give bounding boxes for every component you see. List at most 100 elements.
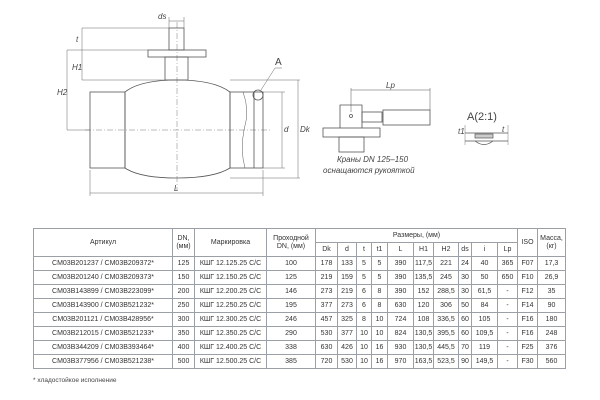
table-cell: 219 (315, 270, 338, 285)
table-cell: 290 (266, 326, 316, 341)
table-cell: - (497, 298, 518, 313)
table-cell: CM03B344209 / CM03B393464* (33, 340, 173, 355)
table-cell: 221 (433, 256, 459, 271)
table-cell: 26,9 (537, 270, 566, 285)
table-cell: F16 (517, 326, 538, 341)
table-cell: 50 (471, 270, 498, 285)
table-cell: 377 (337, 326, 357, 341)
table-cell: 720 (315, 354, 338, 369)
dim-ds-label: ds (158, 12, 166, 21)
table-cell: 500 (172, 354, 195, 369)
table-cell: 8 (356, 312, 372, 327)
table-cell: 390 (387, 256, 414, 271)
table-cell: 400 (172, 340, 195, 355)
table-cell: КШГ 12.150.25 С/С (194, 270, 267, 285)
table-cell: F14 (517, 298, 538, 313)
table-cell: 200 (172, 284, 195, 299)
table-cell: 146 (266, 284, 316, 299)
table-cell: 35 (537, 284, 566, 299)
subheader-size: ds (458, 242, 472, 257)
table-cell: 149,5 (471, 354, 498, 369)
dim-dk-label: Dk (300, 125, 311, 134)
table-cell: 108 (413, 312, 434, 327)
table-cell: 90 (537, 298, 566, 313)
table-cell: 376 (537, 340, 566, 355)
dim-h2-label: H2 (57, 88, 68, 97)
table-cell: F07 (517, 256, 538, 271)
table-cell: 117,5 (413, 256, 434, 271)
table-cell: 300 (172, 312, 195, 327)
table-cell: 178 (315, 256, 338, 271)
table-cell: F10 (517, 270, 538, 285)
table-cell: КШГ 12.300.25 С/С (194, 312, 267, 327)
table-cell: 724 (387, 312, 414, 327)
header-mass: Масса, (кг) (537, 228, 566, 257)
table-cell: 16 (371, 340, 388, 355)
table-cell: 385 (266, 354, 316, 369)
table-cell: 219 (337, 284, 357, 299)
handle-caption-line2: оснащаются рукояткой (323, 166, 415, 175)
table-cell: CM03B143900 / CM03B521232* (33, 298, 173, 313)
table-cell: 338 (266, 340, 316, 355)
table-cell: 10 (356, 354, 372, 369)
table-cell: 90 (458, 354, 472, 369)
table-cell: 30 (458, 284, 472, 299)
table-cell: - (497, 312, 518, 327)
table-cell: КШГ 12.200.25 С/С (194, 284, 267, 299)
table-cell: 248 (537, 326, 566, 341)
table-cell: 288,5 (433, 284, 459, 299)
table-cell: 630 (387, 298, 414, 313)
detail-a-view (464, 125, 509, 145)
table-cell: 5 (371, 270, 388, 285)
table-cell: КШГ 12.500.25 С/С (194, 354, 267, 369)
table-cell: 84 (471, 298, 498, 313)
table-cell: - (497, 340, 518, 355)
header-article: Артикул (33, 228, 173, 257)
dim-t1-label: t1 (458, 127, 465, 136)
dim-h1-label: H1 (72, 63, 82, 72)
table-cell: 180 (537, 312, 566, 327)
detail-dim-t-label: t (502, 125, 505, 134)
table-cell: 5 (356, 270, 372, 285)
table-cell: 133 (337, 256, 357, 271)
subheader-size: t1 (371, 242, 388, 257)
header-iso: ISO (517, 228, 538, 257)
table-cell: 523,5 (433, 354, 459, 369)
valve-technical-drawing: ds t H1 H2 A d Dk L Lp Краны DN 125–150 … (57, 12, 509, 196)
table-cell: 970 (387, 354, 414, 369)
table-cell: 6 (356, 298, 372, 313)
table-cell: 445,5 (433, 340, 459, 355)
table-cell: 16 (371, 354, 388, 369)
detail-a-marker: A (275, 57, 282, 68)
table-cell: 824 (387, 326, 414, 341)
table-cell: 50 (458, 298, 472, 313)
table-cell: 530 (337, 354, 357, 369)
table-cell: 70 (458, 340, 472, 355)
table-cell: 135,5 (413, 270, 434, 285)
table-cell: F16 (517, 312, 538, 327)
dim-t-label: t (76, 35, 79, 44)
table-cell: 150 (172, 270, 195, 285)
table-cell: 24 (458, 256, 472, 271)
table-cell: CM03B212015 / CM03B521233* (33, 326, 173, 341)
table-cell: 457 (315, 312, 338, 327)
main-valve-view (85, 22, 270, 190)
table-cell: 5 (356, 256, 372, 271)
table-cell: 273 (315, 284, 338, 299)
dim-l-label: L (174, 184, 178, 193)
table-cell: 390 (387, 284, 414, 299)
detail-a-title: A(2:1) (467, 111, 497, 123)
table-cell: 40 (471, 256, 498, 271)
table-cell: 60 (458, 326, 472, 341)
table-cell: 8 (371, 284, 388, 299)
table-cell: - (497, 284, 518, 299)
table-cell: - (497, 354, 518, 369)
table-cell: 377 (315, 298, 338, 313)
header-passage-dn: Проходной DN, (мм) (266, 228, 316, 257)
table-cell: 8 (371, 298, 388, 313)
